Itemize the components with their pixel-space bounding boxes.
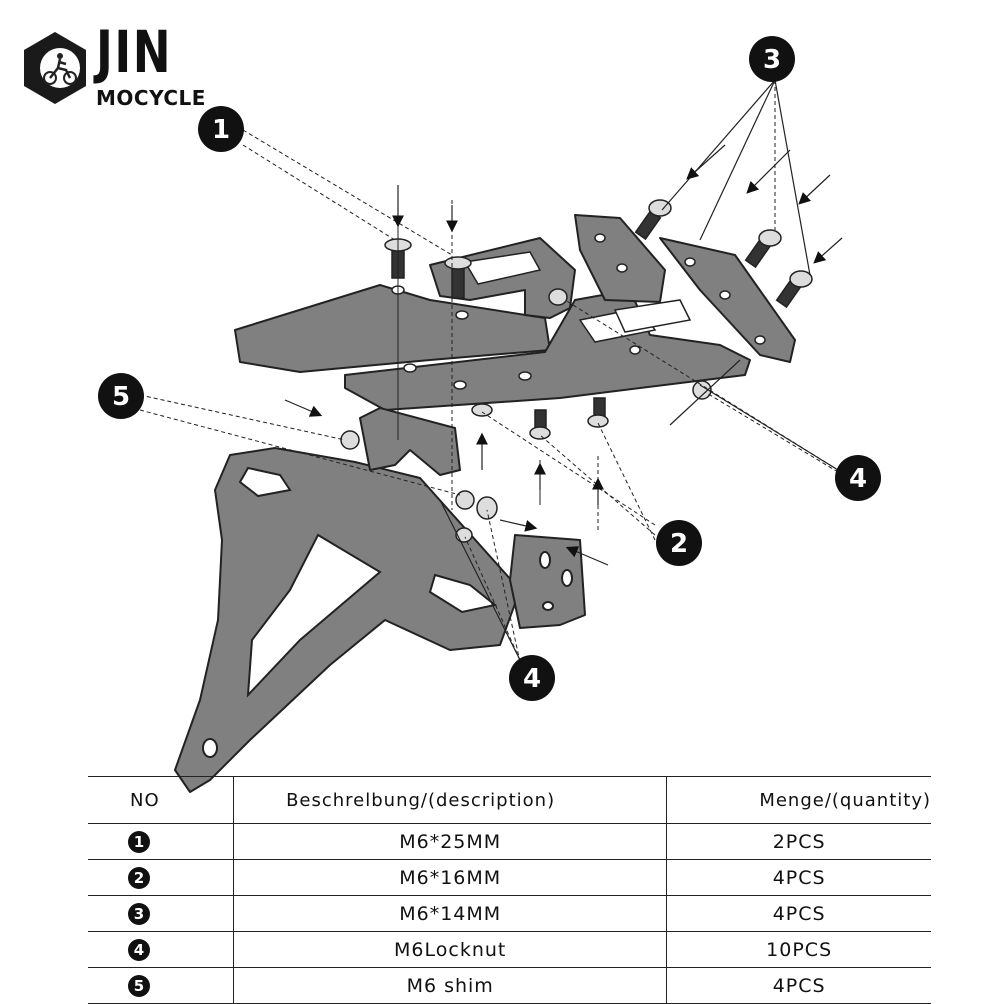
header-no: NO <box>88 776 234 824</box>
table-row: 3 M6*14MM 4PCS <box>88 895 931 932</box>
callout-4-bottom: 4 <box>509 655 555 701</box>
row-quantity: 4PCS <box>666 859 931 896</box>
callout-3-label: 3 <box>763 45 781 75</box>
callout-4-right-label: 4 <box>849 464 867 494</box>
row-description: M6*16MM <box>233 859 667 896</box>
callout-1-label: 1 <box>212 115 230 145</box>
callout-5-label: 5 <box>112 382 130 412</box>
brand-name: JIN <box>96 18 173 86</box>
callout-3: 3 <box>749 36 795 82</box>
row-description: M6Locknut <box>233 931 667 968</box>
table-row: 2 M6*16MM 4PCS <box>88 859 931 896</box>
solid-leaders <box>284 79 843 661</box>
upper-bracket <box>234 214 796 411</box>
leader-lines <box>139 80 839 663</box>
callout-4-right: 4 <box>835 455 881 501</box>
row-number-badge: 2 <box>128 867 150 889</box>
row-quantity: 4PCS <box>666 895 931 932</box>
table-header-row: NO Beschrelbung/(description) Menge/(qua… <box>88 776 931 824</box>
hardware <box>340 199 813 543</box>
callout-5: 5 <box>98 373 144 419</box>
row-description: M6 shim <box>233 967 667 1004</box>
motocross-rider-icon <box>24 32 86 104</box>
row-number-badge: 3 <box>128 903 150 925</box>
parts-table: NO Beschrelbung/(description) Menge/(qua… <box>88 776 931 1004</box>
table-row: 1 M6*25MM 2PCS <box>88 823 931 860</box>
callout-2-label: 2 <box>670 529 688 559</box>
plate-holder <box>174 407 586 793</box>
row-quantity: 10PCS <box>666 931 931 968</box>
row-number-badge: 1 <box>128 831 150 853</box>
brand-subtitle: MOCYCLE <box>96 86 206 110</box>
row-number-badge: 5 <box>128 975 150 997</box>
callout-4-bottom-label: 4 <box>523 664 541 694</box>
callout-2: 2 <box>656 520 702 566</box>
callout-1: 1 <box>198 106 244 152</box>
header-description: Beschrelbung/(description) <box>233 776 667 824</box>
row-quantity: 2PCS <box>666 823 931 860</box>
row-description: M6*25MM <box>233 823 667 860</box>
table-row: 5 M6 shim 4PCS <box>88 967 931 1004</box>
brand-logo: JIN MOCYCLE <box>22 18 222 117</box>
row-number-badge: 4 <box>128 939 150 961</box>
header-quantity: Menge/(quantity) <box>666 776 931 824</box>
row-description: M6*14MM <box>233 895 667 932</box>
table-row: 4 M6Locknut 10PCS <box>88 931 931 968</box>
row-quantity: 4PCS <box>666 967 931 1004</box>
